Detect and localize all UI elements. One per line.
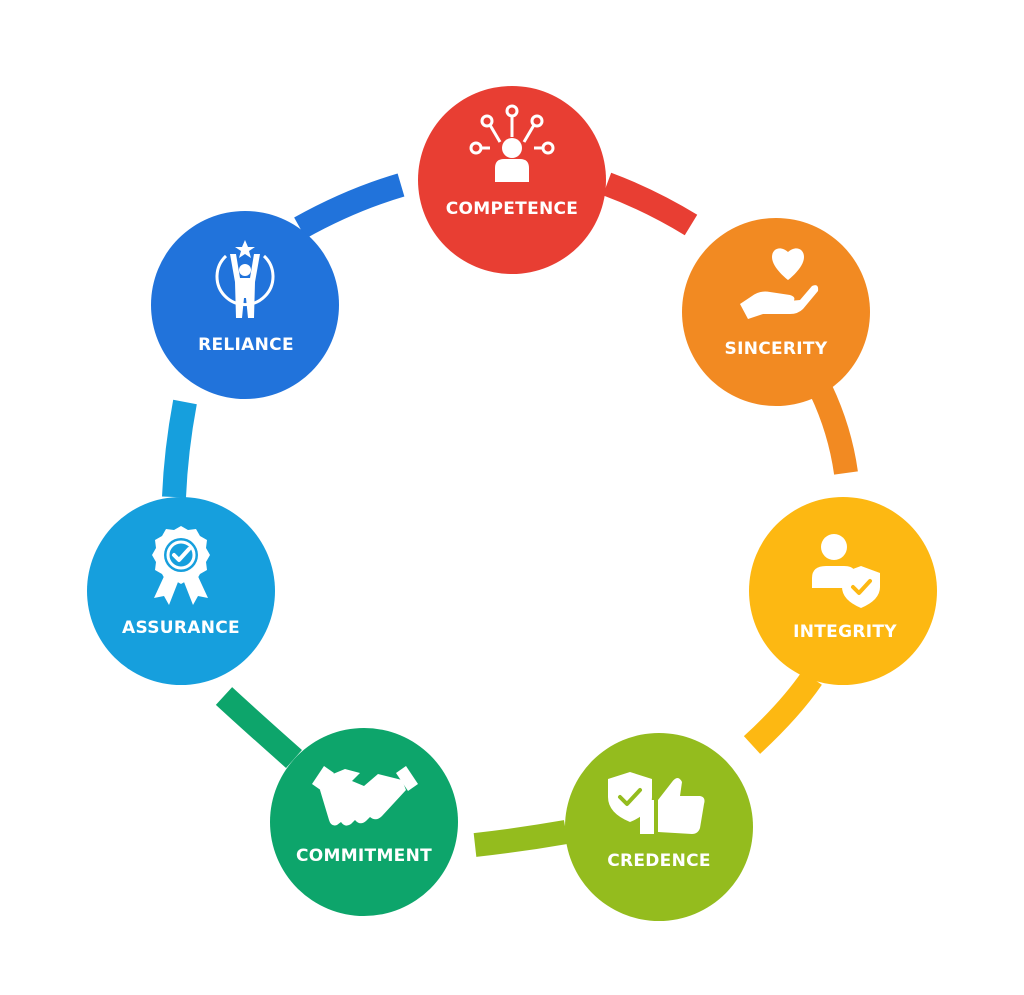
node-label: CREDENCE: [607, 851, 711, 871]
connectors: [162, 172, 858, 857]
node-label: ASSURANCE: [122, 618, 240, 638]
node-competence: COMPETENCE: [418, 86, 606, 274]
connector-reliance-competence: [294, 173, 405, 239]
connector-competence-sincerity: [602, 172, 698, 236]
node-reliance: RELIANCE: [151, 211, 339, 399]
handshake-icon: [312, 766, 418, 826]
node-label: COMMITMENT: [296, 846, 432, 866]
person-star-icon: [215, 240, 275, 318]
connector-credence-commitment: [473, 820, 569, 857]
node-credence: CREDENCE: [565, 733, 753, 921]
node-sincerity: SINCERITY: [682, 218, 870, 406]
node-label: RELIANCE: [198, 335, 294, 355]
connector-commitment-assurance: [215, 687, 302, 768]
heart-in-hand-icon: [740, 248, 819, 319]
network-person-icon: [469, 104, 555, 182]
node-assurance: ASSURANCE: [87, 497, 275, 685]
node-integrity: INTEGRITY: [749, 497, 937, 685]
connector-sincerity-integrity: [810, 384, 858, 475]
shield-thumbs-up-icon: [608, 772, 705, 834]
node-commitment: COMMITMENT: [270, 728, 458, 916]
award-badge-icon: [152, 526, 210, 605]
node-label: SINCERITY: [725, 339, 828, 359]
node-circle: [87, 497, 275, 685]
user-shield-icon: [812, 534, 880, 608]
node-label: INTEGRITY: [793, 622, 897, 642]
connector-assurance-reliance: [162, 399, 197, 498]
connector-integrity-credence: [743, 671, 822, 754]
node-label: COMPETENCE: [446, 199, 578, 219]
